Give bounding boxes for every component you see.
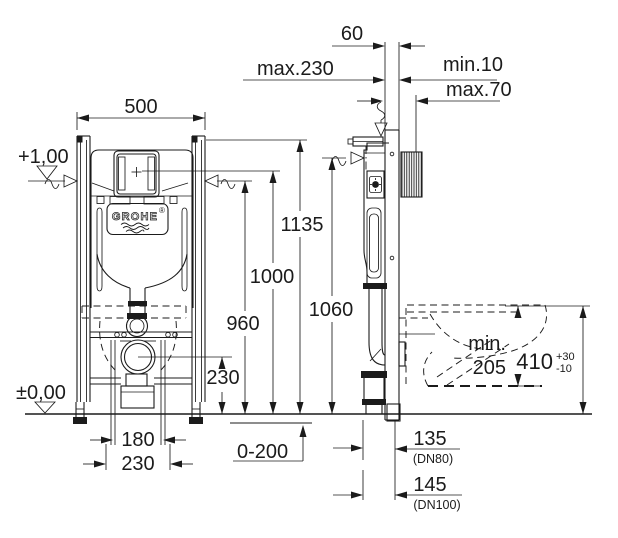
dim-seat-height-value: 410: [516, 349, 553, 374]
wall-bracket: [347, 136, 384, 147]
dim-rail-depth: 60: [332, 23, 425, 130]
water-level-arrow-side: [322, 151, 366, 166]
dim-height-1060: 1060: [309, 158, 354, 414]
dim-anchor-spacing: 180: [90, 429, 186, 451]
bracket-nub-right: [169, 196, 178, 204]
dim-height-1135: 1135: [206, 139, 324, 414]
dim-bowl-min-line2: 205: [473, 357, 506, 379]
dim-max-depth-value: max.230: [257, 58, 334, 80]
dim-outlet-height: 230: [138, 356, 240, 414]
service-opening-outline: [81, 305, 187, 372]
right-rail: [191, 135, 206, 402]
dim-front-width: 500: [76, 96, 206, 130]
mounting-rods: [105, 340, 171, 470]
ground-line: [25, 413, 592, 424]
dim-dn80-label: (DN80): [413, 452, 453, 466]
dim-floor-range-value: 0-200: [237, 441, 288, 463]
left-rail: [76, 135, 91, 402]
dim-wall-max: max.70: [357, 79, 512, 152]
dim-height-1135-value: 1135: [280, 214, 323, 236]
dim-height-960: 960: [226, 181, 260, 414]
left-foot: [73, 402, 87, 424]
plate-support-left: [109, 196, 131, 205]
dim-dn80-value: 135: [413, 428, 446, 450]
lower-crossbar: [90, 377, 192, 385]
waste-outlet-front: [120, 339, 156, 409]
level-triangle-zero: [34, 401, 56, 414]
logo-wave-3: [125, 229, 145, 234]
dim-seat-tol-plus: +30: [556, 351, 575, 363]
dim-outlet-offset-value: 230: [121, 453, 154, 475]
level-triangle-top: [36, 165, 58, 180]
side-rail: [384, 129, 400, 421]
level-marker-zero: ±0,00: [16, 382, 66, 414]
logo-wave-2: [122, 226, 150, 230]
flush-plate: [113, 150, 160, 198]
dim-height-1000: 1000: [142, 170, 295, 414]
water-level-arrow-right: [203, 174, 252, 189]
flush-pipe-front: [125, 288, 149, 338]
dim-floor-range: 0-200: [233, 425, 307, 463]
wall-section-hatch: [400, 151, 423, 198]
dim-dn100: 145 (DN100): [333, 474, 462, 512]
logo-wave-1: [120, 222, 150, 227]
dim-bowl-min-height: min. 205: [468, 305, 590, 387]
dim-height-960-value: 960: [226, 313, 259, 335]
dim-height-1060-value: 1060: [309, 299, 354, 321]
flush-bend-side: [361, 341, 406, 422]
toilet-bowl-outline: [399, 304, 547, 387]
level-marker-top: +1,00: [18, 146, 69, 182]
cistern-front: [90, 149, 194, 308]
dim-rail-depth-value: 60: [341, 23, 363, 45]
bracket-nub-left: [96, 196, 105, 204]
water-level-arrow-left: [44, 174, 79, 189]
side-view-frame: [347, 101, 423, 422]
front-view-frame: GROHE ®: [73, 135, 206, 470]
dim-wall-max-value: max.70: [446, 79, 512, 101]
dim-bowl-min-line1: min.: [468, 333, 506, 355]
dim-seat-height: 410 +30 -10: [516, 306, 587, 414]
dim-outlet-height-value: 230: [206, 367, 239, 389]
dim-max-depth: max.230: [243, 58, 385, 84]
dim-dn80: 135 (DN80): [333, 420, 460, 500]
level-zero-label: ±0,00: [16, 382, 66, 404]
dim-outlet-offset: 230: [83, 453, 193, 475]
dim-anchor-spacing-value: 180: [121, 429, 154, 451]
dim-dn100-label: (DN100): [413, 498, 460, 512]
cistern-side: [363, 142, 389, 342]
brand-logo: GROHE ®: [106, 202, 169, 236]
dim-seat-tol-minus: -10: [556, 363, 572, 375]
brand-logo-text: GROHE: [112, 211, 158, 223]
dim-height-1000-value: 1000: [250, 266, 295, 288]
dim-wall-min-value: min.10: [443, 54, 503, 76]
plate-support-right: [143, 196, 165, 205]
right-foot: [189, 402, 203, 424]
level-top-label: +1,00: [18, 146, 69, 168]
dim-front-width-value: 500: [124, 96, 157, 118]
dim-dn100-value: 145: [413, 474, 446, 496]
dim-wall-min: min.10: [399, 54, 503, 84]
registered-mark: ®: [159, 206, 165, 215]
